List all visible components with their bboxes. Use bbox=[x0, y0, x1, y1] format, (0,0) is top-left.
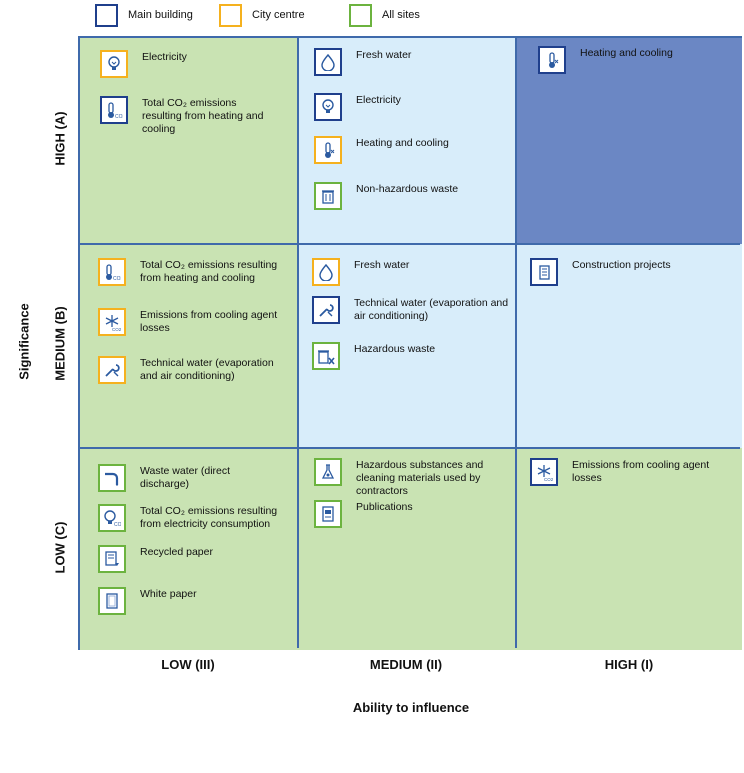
aspect-item: Technical water (evaporation and air con… bbox=[312, 296, 514, 324]
construction-icon bbox=[530, 258, 558, 286]
aspect-item: CO2 Emissions from cooling agent losses bbox=[98, 308, 280, 336]
lightbulb-icon bbox=[100, 50, 128, 78]
legend-label: City centre bbox=[252, 9, 305, 21]
lightbulb-co2-icon: CO2 bbox=[98, 504, 126, 532]
waste-bin-icon bbox=[314, 182, 342, 210]
aspect-item: CO2 Total CO₂ emissions resulting from he… bbox=[98, 258, 280, 286]
legend-city-centre: City centre bbox=[219, 2, 305, 28]
aspect-label: Hazardous waste bbox=[354, 343, 436, 355]
svg-text:CO2: CO2 bbox=[544, 477, 553, 481]
grid-divider bbox=[80, 243, 740, 245]
pipe-icon bbox=[98, 464, 126, 492]
hazardous-bin-icon bbox=[312, 342, 340, 370]
wrench-icon bbox=[312, 296, 340, 324]
aspect-item: Fresh water bbox=[314, 48, 506, 76]
aspect-item: Heating and cooling bbox=[314, 136, 506, 164]
aspect-item: White paper bbox=[98, 587, 280, 615]
aspect-item: Publications bbox=[314, 500, 516, 528]
snowflake-co2-icon: CO2 bbox=[530, 458, 558, 486]
aspect-item: Heating and cooling bbox=[538, 46, 720, 74]
aspect-label: Technical water (evaporation and air con… bbox=[354, 297, 509, 322]
legend-label: Main building bbox=[128, 9, 193, 21]
lightbulb-icon bbox=[314, 93, 342, 121]
col-label-high: HIGH (I) bbox=[604, 657, 654, 672]
aspect-label: Waste water (direct discharge) bbox=[140, 465, 231, 490]
wrench-icon bbox=[98, 356, 126, 384]
aspect-label: Hazardous substances and cleaning materi… bbox=[356, 459, 484, 497]
thermometer-co2-icon: CO2 bbox=[100, 96, 128, 124]
aspect-item: Hazardous waste bbox=[312, 342, 514, 370]
row-label-high: HIGH (A) bbox=[52, 111, 68, 166]
snowflake-co2-icon: CO2 bbox=[98, 308, 126, 336]
aspect-item: Construction projects bbox=[530, 258, 732, 286]
flask-icon bbox=[314, 458, 342, 486]
aspect-item: Electricity bbox=[100, 50, 272, 78]
aspect-label: Technical water (evaporation and air con… bbox=[140, 357, 274, 382]
aspect-item: Technical water (evaporation and air con… bbox=[98, 356, 280, 384]
col-label-medium: MEDIUM (II) bbox=[369, 657, 443, 672]
grid-divider bbox=[80, 447, 740, 449]
thermometer-icon bbox=[314, 136, 342, 164]
aspect-label: Recycled paper bbox=[140, 546, 213, 558]
y-axis-title: Significance bbox=[16, 303, 32, 380]
aspect-item: Electricity bbox=[314, 93, 506, 121]
row-label-low: LOW (C) bbox=[52, 521, 68, 574]
recycled-paper-icon bbox=[98, 545, 126, 573]
aspect-label: Heating and cooling bbox=[356, 137, 449, 149]
thermometer-co2-icon: CO2 bbox=[98, 258, 126, 286]
legend-main-building: Main building bbox=[95, 2, 193, 28]
svg-text:CO2: CO2 bbox=[112, 327, 121, 331]
aspect-item: Hazardous substances and cleaning materi… bbox=[314, 458, 516, 498]
svg-text:CO2: CO2 bbox=[113, 276, 121, 281]
aspect-item: CO2 Emissions from cooling agent losses bbox=[530, 458, 722, 486]
aspect-label: Construction projects bbox=[572, 259, 671, 271]
legend: Main building City centre All sites bbox=[0, 0, 744, 32]
aspect-label: Fresh water bbox=[356, 49, 412, 61]
col-label-low: LOW (III) bbox=[161, 657, 215, 672]
legend-label: All sites bbox=[382, 9, 420, 21]
row-label-medium: MEDIUM (B) bbox=[52, 306, 68, 381]
svg-text:CO2: CO2 bbox=[115, 114, 123, 119]
aspect-item: Non-hazardous waste bbox=[314, 182, 506, 210]
significance-matrix: ElectricityCO2Total CO₂ emissions result… bbox=[78, 36, 742, 650]
aspect-item: CO2 Total CO₂ emissions resulting from he… bbox=[100, 96, 272, 136]
aspect-label: Publications bbox=[356, 501, 413, 513]
aspect-label: Electricity bbox=[356, 94, 401, 106]
grid-divider bbox=[515, 38, 517, 648]
aspect-label: Emissions from cooling agent losses bbox=[140, 309, 278, 334]
legend-swatch-main bbox=[95, 3, 118, 27]
aspect-label: Electricity bbox=[142, 51, 187, 63]
svg-text:CO2: CO2 bbox=[114, 522, 121, 527]
water-drop-icon bbox=[312, 258, 340, 286]
x-axis-title: Ability to influence bbox=[352, 700, 470, 715]
aspect-label: Fresh water bbox=[354, 259, 410, 271]
aspect-label: Total CO₂ emissions resulting from elect… bbox=[140, 505, 278, 530]
grid-divider bbox=[297, 38, 299, 648]
paper-icon bbox=[98, 587, 126, 615]
publication-icon bbox=[314, 500, 342, 528]
legend-swatch-all bbox=[349, 3, 372, 27]
aspect-label: Heating and cooling bbox=[580, 47, 673, 59]
aspect-item: Fresh water bbox=[312, 258, 514, 286]
thermometer-icon bbox=[538, 46, 566, 74]
aspect-label: Total CO₂ emissions resulting from heati… bbox=[140, 259, 278, 284]
aspect-item: Recycled paper bbox=[98, 545, 280, 573]
aspect-label: White paper bbox=[140, 588, 197, 600]
water-drop-icon bbox=[314, 48, 342, 76]
aspect-label: Non-hazardous waste bbox=[356, 183, 459, 195]
aspect-item: CO2 Total CO₂ emissions resulting from el… bbox=[98, 504, 280, 532]
legend-swatch-city bbox=[219, 3, 242, 27]
aspect-label: Emissions from cooling agent losses bbox=[572, 459, 710, 484]
legend-all-sites: All sites bbox=[349, 2, 420, 28]
aspect-label: Total CO₂ emissions resulting from heati… bbox=[142, 97, 264, 135]
aspect-item: Waste water (direct discharge) bbox=[98, 464, 280, 492]
